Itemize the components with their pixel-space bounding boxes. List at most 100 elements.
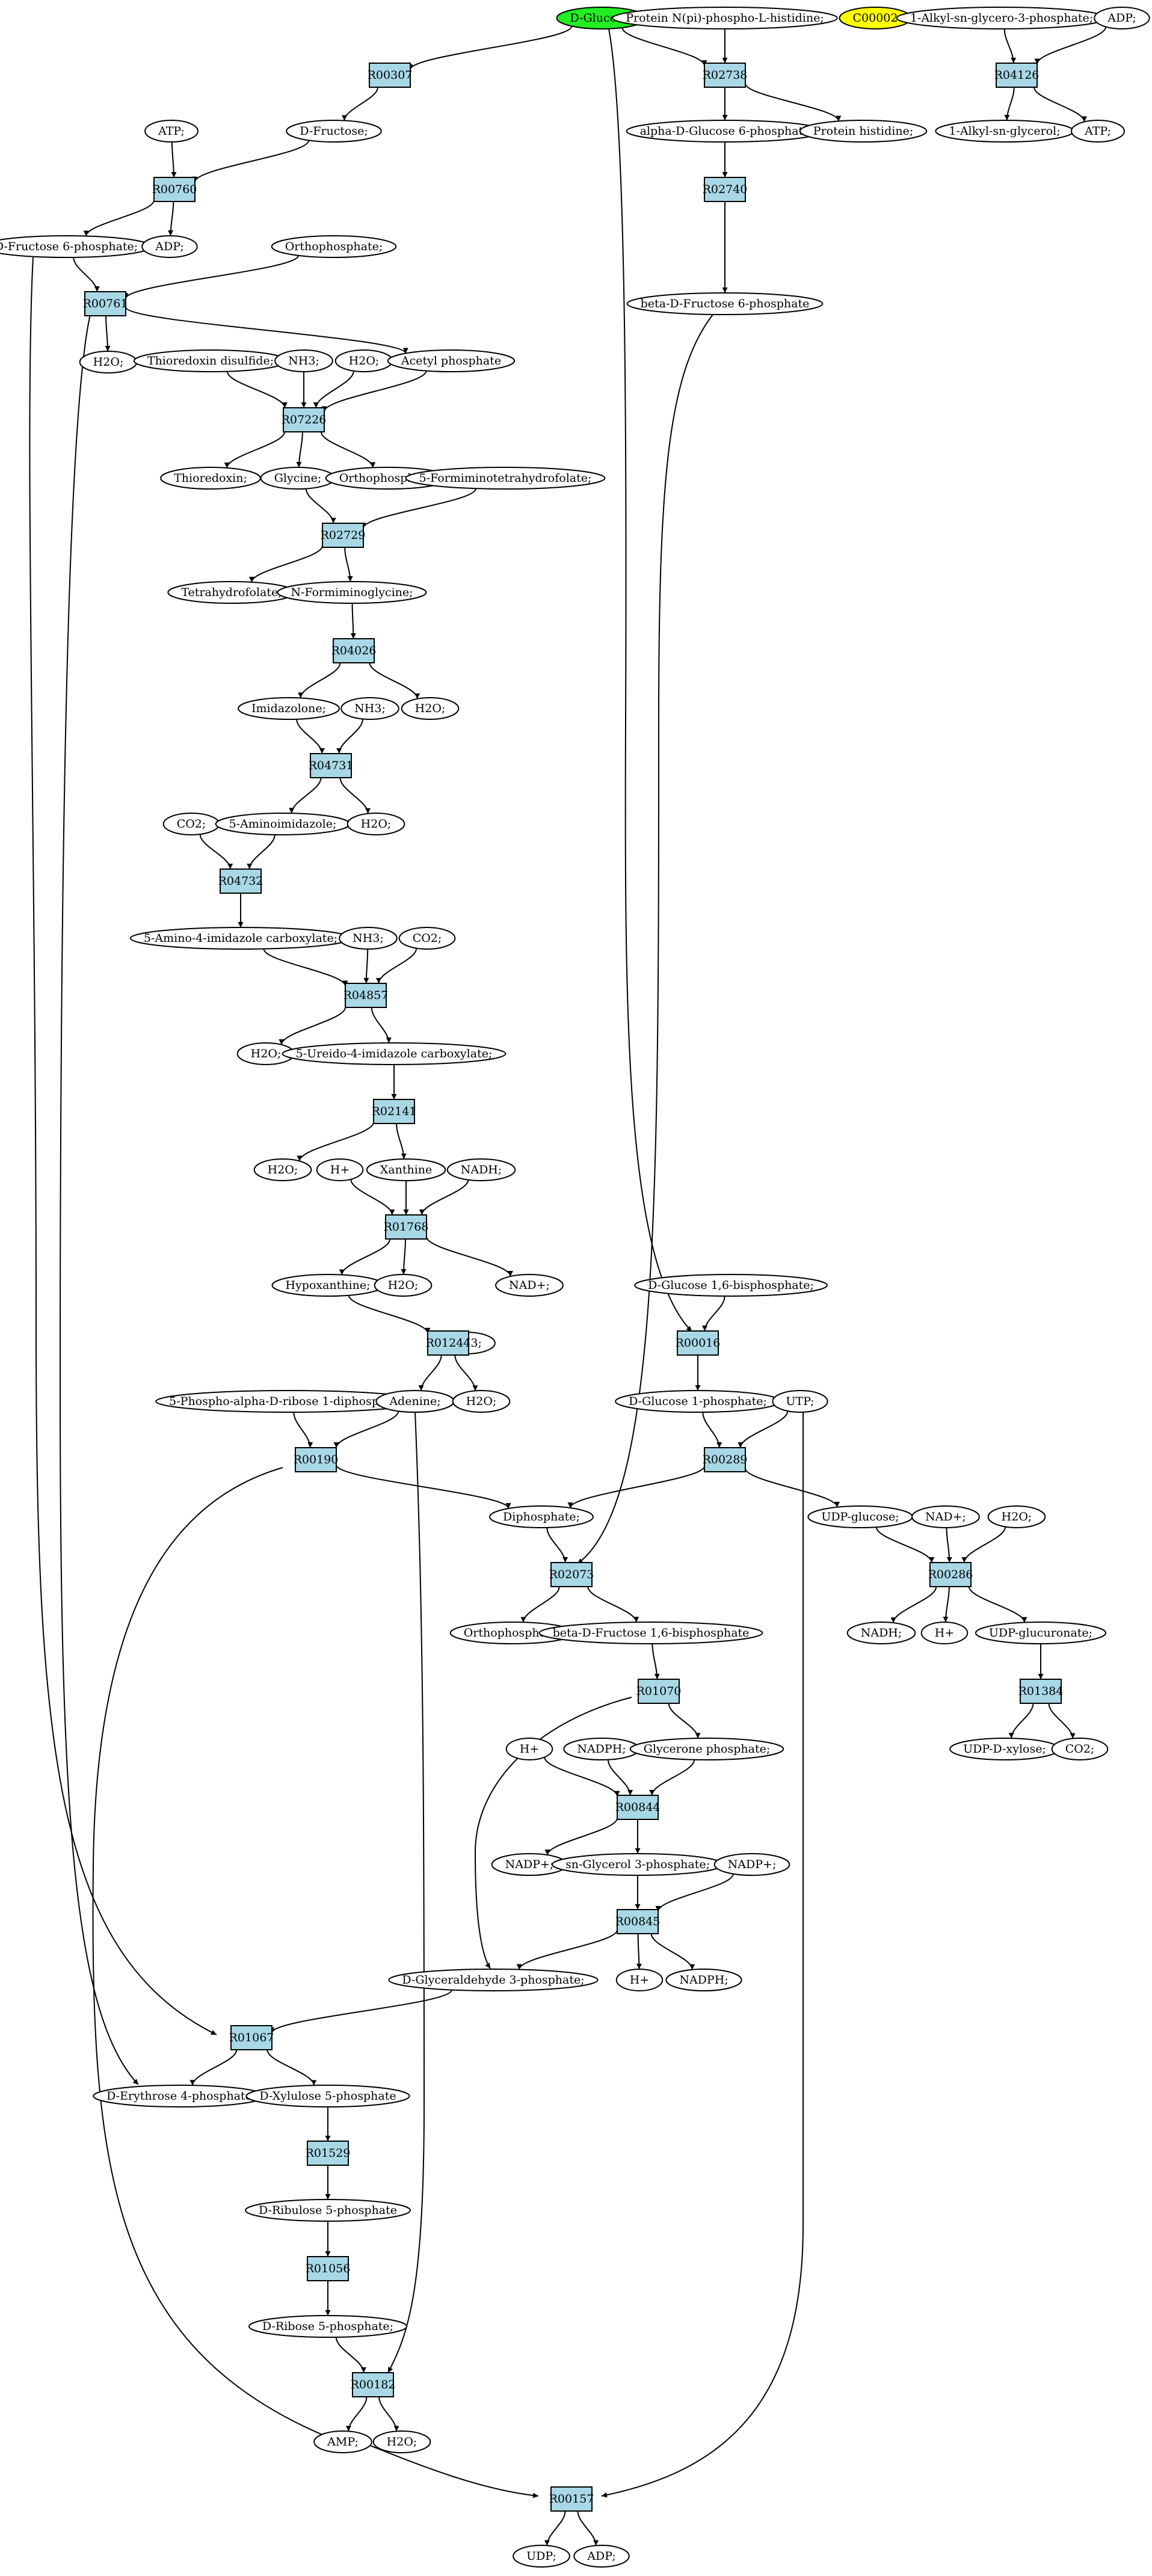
compound-node-hp2[interactable]: H+ [920, 1622, 969, 1644]
compound-node-trxs[interactable]: Thioredoxin disulfide; [133, 349, 288, 372]
reaction-node-r00016[interactable]: R00016 [676, 1330, 721, 1356]
compound-node-x5p[interactable]: D-Xylulose 5-phosphate [245, 2085, 410, 2107]
reaction-node-r04026[interactable]: R04026 [331, 638, 377, 663]
compound-node-pi1[interactable]: Orthophosphate; [271, 235, 397, 258]
compound-node-bf6p[interactable]: beta-D-Fructose 6-phosphate [626, 292, 824, 315]
compound-node-aic[interactable]: 5-Amino-4-imidazole carboxylate; [129, 927, 352, 950]
compound-node-nh3b[interactable]: NH3; [340, 697, 399, 720]
compound-node-nadph1[interactable]: NADPH; [563, 1738, 640, 1760]
compound-node-prpp[interactable]: 5-Phospho-alpha-D-ribose 1-diphosphate; [155, 1390, 422, 1413]
compound-node-h2o5[interactable]: H2O; [236, 1042, 295, 1065]
compound-node-uic[interactable]: 5-Ureido-4-imidazole carboxylate; [282, 1042, 507, 1065]
compound-node-imz[interactable]: Imidazolone; [238, 697, 340, 720]
compound-node-nadph2[interactable]: NADPH; [665, 1969, 742, 1991]
compound-node-nh3a[interactable]: NH3; [274, 349, 333, 372]
compound-node-gly[interactable]: Glycine; [260, 467, 336, 490]
reaction-node-r00760[interactable]: R00760 [152, 177, 197, 202]
compound-node-ru5p[interactable]: D-Ribulose 5-phosphate [244, 2199, 411, 2222]
reaction-node-r02738[interactable]: R02738 [703, 63, 748, 88]
compound-node-co2a[interactable]: CO2; [162, 813, 220, 835]
compound-node-alkylg[interactable]: 1-Alkyl-sn-glycerol; [935, 120, 1074, 143]
reaction-node-r01067[interactable]: R01067 [229, 2025, 274, 2050]
reaction-node-r00286[interactable]: R00286 [928, 1562, 973, 1587]
compound-node-acp[interactable]: Acetyl phosphate [387, 349, 516, 372]
reaction-node-r00157[interactable]: R00157 [549, 2486, 594, 2512]
compound-node-adp1[interactable]: ADP; [1094, 7, 1150, 29]
compound-node-udp[interactable]: UDP; [513, 2545, 570, 2568]
compound-node-nadh1[interactable]: NADH; [446, 1158, 516, 1181]
compound-node-adp2[interactable]: ADP; [141, 235, 198, 258]
compound-node-udpx[interactable]: UDP-D-xylose; [949, 1738, 1060, 1760]
compound-node-e4p[interactable]: D-Erythrose 4-phosphate [93, 2085, 266, 2107]
compound-node-ade[interactable]: Adenine; [375, 1390, 455, 1413]
compound-node-thf[interactable]: Tetrahydrofolate; [167, 581, 296, 604]
reaction-node-r00182[interactable]: R00182 [351, 2372, 396, 2397]
compound-node-fru[interactable]: D-Fructose; [286, 120, 382, 143]
reaction-node-r01768[interactable]: R01768 [384, 1214, 429, 1240]
compound-node-g16bp[interactable]: D-Glucose 1,6-bisphosphate; [634, 1274, 828, 1297]
compound-node-nadh2[interactable]: NADH; [846, 1622, 916, 1644]
compound-node-pnhis[interactable]: Protein N(pi)-phospho-L-histidine; [612, 7, 838, 29]
compound-node-nad2[interactable]: NAD+; [911, 1505, 980, 1528]
reaction-node-r00844[interactable]: R00844 [615, 1795, 661, 1820]
compound-node-hp4[interactable]: H+ [615, 1969, 664, 1991]
compound-node-hp3[interactable]: H+ [505, 1738, 553, 1760]
compound-node-fthf[interactable]: 5-Formiminotetrahydrofolate; [405, 467, 606, 490]
reaction-node-r04857[interactable]: R04857 [343, 983, 389, 1008]
compound-node-phis[interactable]: Protein histidine; [799, 120, 928, 143]
compound-node-h2o1[interactable]: H2O; [79, 351, 138, 373]
compound-node-udpg[interactable]: UDP-glucose; [807, 1505, 913, 1528]
reaction-node-r07226[interactable]: R07226 [282, 407, 327, 432]
compound-node-pi3[interactable]: Orthophosphate; [449, 1622, 576, 1644]
compound-node-h2o2[interactable]: H2O; [334, 349, 393, 372]
reaction-node-r00761[interactable]: R00761 [83, 291, 128, 316]
compound-node-h2o6[interactable]: H2O; [253, 1158, 312, 1181]
reaction-node-r00307[interactable]: R00307 [368, 63, 413, 88]
compound-node-nad1[interactable]: NAD+; [495, 1274, 564, 1297]
compound-node-nadp2[interactable]: NADP+; [713, 1853, 790, 1876]
compound-node-c00002[interactable]: C00002 [839, 7, 912, 29]
compound-node-co2b[interactable]: CO2; [398, 927, 456, 950]
reaction-node-r01070[interactable]: R01070 [636, 1679, 682, 1704]
reaction-node-r02073[interactable]: R02073 [549, 1562, 594, 1587]
compound-node-xan[interactable]: Xanthine [366, 1158, 446, 1181]
reaction-node-r02141[interactable]: R02141 [372, 1099, 417, 1124]
compound-node-ppi[interactable]: Diphosphate; [489, 1505, 594, 1528]
compound-node-f16bp[interactable]: beta-D-Fructose 1,6-bisphosphate [538, 1622, 763, 1644]
compound-node-utp[interactable]: UTP; [772, 1390, 828, 1413]
compound-node-aim[interactable]: 5-Aminoimidazole; [215, 813, 351, 835]
compound-node-h2o4[interactable]: H2O; [347, 813, 405, 835]
compound-node-co2c[interactable]: CO2; [1051, 1738, 1109, 1760]
reaction-node-r00190[interactable]: R00190 [294, 1447, 339, 1472]
compound-node-g1p[interactable]: D-Glucose 1-phosphate; [615, 1390, 781, 1413]
reaction-node-r01244[interactable]: R01244 [426, 1330, 471, 1356]
compound-node-trx[interactable]: Thioredoxin; [160, 467, 261, 490]
compound-node-dhap[interactable]: Glycerone phosphate; [629, 1738, 784, 1760]
compound-node-r5p[interactable]: D-Ribose 5-phosphate; [248, 2315, 408, 2338]
compound-node-atp2[interactable]: ATP; [1071, 120, 1125, 143]
compound-node-nfg[interactable]: N-Formiminoglycine; [277, 581, 427, 604]
compound-node-h2o10[interactable]: H2O; [372, 2430, 431, 2453]
reaction-node-r00845[interactable]: R00845 [615, 1909, 661, 1934]
compound-node-h2o3[interactable]: H2O; [401, 697, 460, 720]
reaction-node-r01384[interactable]: R01384 [1018, 1679, 1064, 1704]
compound-node-f6p[interactable]: D-Fructose 6-phosphate; [0, 235, 152, 258]
compound-node-nh3c[interactable]: NH3; [339, 927, 398, 950]
compound-node-atp1[interactable]: ATP; [144, 120, 199, 143]
reaction-node-r00289[interactable]: R00289 [703, 1447, 748, 1472]
compound-node-h2o9[interactable]: H2O; [987, 1505, 1046, 1528]
reaction-node-r04126[interactable]: R04126 [994, 63, 1040, 88]
reaction-node-r02740[interactable]: R02740 [703, 177, 748, 202]
compound-node-hyp[interactable]: Hypoxanthine; [271, 1274, 384, 1297]
compound-node-ag6p[interactable]: alpha-D-Glucose 6-phosphate [626, 120, 824, 143]
compound-node-udpga[interactable]: UDP-glucuronate; [975, 1622, 1107, 1644]
reaction-node-r01056[interactable]: R01056 [306, 2256, 351, 2281]
compound-node-gap[interactable]: D-Glyceraldehyde 3-phosphate; [388, 1969, 599, 1991]
compound-node-alkylp[interactable]: 1-Alkyl-sn-glycero-3-phosphate; [896, 7, 1107, 29]
reaction-node-r02729[interactable]: R02729 [321, 523, 366, 548]
reaction-node-r04731[interactable]: R04731 [309, 753, 354, 778]
compound-node-h2o8[interactable]: H2O; [452, 1390, 511, 1413]
reaction-node-r01529[interactable]: R01529 [306, 2141, 351, 2166]
reaction-node-r04732[interactable]: R04732 [218, 868, 263, 894]
compound-node-adp3[interactable]: ADP; [573, 2545, 630, 2568]
